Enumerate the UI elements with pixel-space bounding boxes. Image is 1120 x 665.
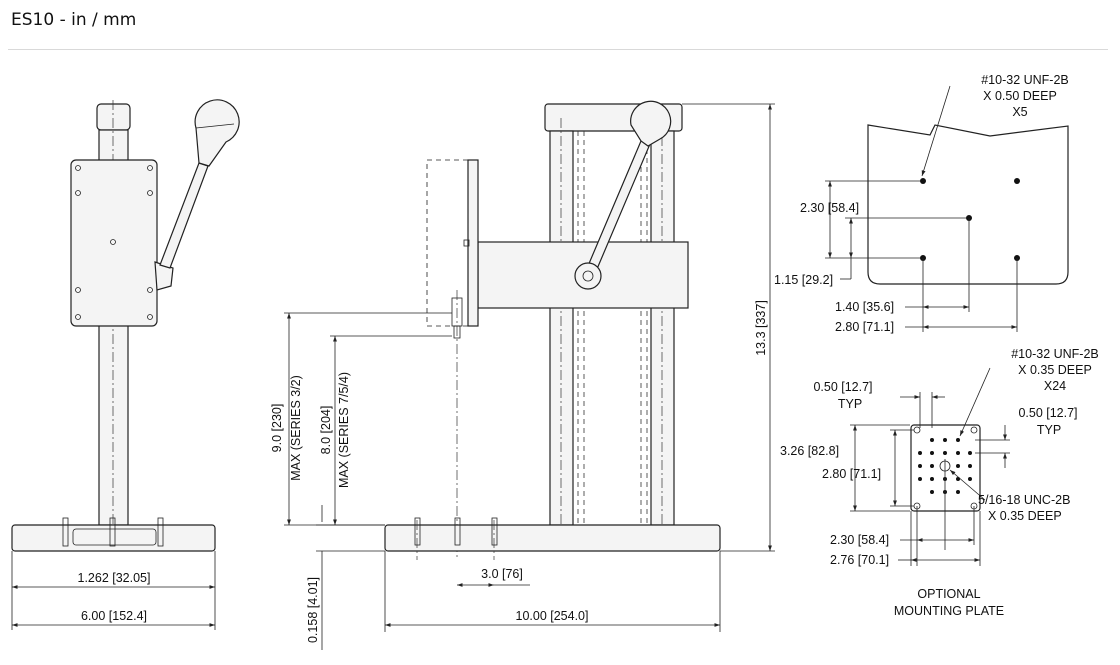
plate-thread-1: #10-32 UNF-2B <box>1011 347 1099 361</box>
mounting-plate-view: #10-32 UNF-2B X 0.35 DEEP X24 0.50 [12.7… <box>780 347 1099 618</box>
plate-screw-holes <box>75 165 153 320</box>
top-view: #10-32 UNF-2B X 0.50 DEEP X5 2.30 [58.4]… <box>774 73 1069 334</box>
plate-pitch-left: 0.50 [12.7] <box>813 380 872 394</box>
plate-pitch-right: 0.50 [12.7] <box>1018 406 1077 420</box>
left-column <box>549 130 574 526</box>
column-cap <box>96 103 131 131</box>
plate-thread-3: X24 <box>1044 379 1066 393</box>
front-dim-inner: 1.262 [32.05] <box>78 571 151 585</box>
label-series-3-2: MAX (SERIES 3/2) <box>289 375 303 481</box>
right-column <box>650 130 675 526</box>
lever-arm <box>159 162 209 269</box>
title-divider <box>8 49 1108 50</box>
mounting-face <box>467 159 479 327</box>
page-title: ES10 - in / mm <box>11 10 137 30</box>
base-slot <box>72 528 157 546</box>
top-thread-1: #10-32 UNF-2B <box>981 73 1069 87</box>
top-dim-v-inner: 1.15 [29.2] <box>774 273 833 287</box>
hole <box>920 178 926 184</box>
side-lever-knob <box>630 100 672 147</box>
plate-hole-grid <box>913 426 978 510</box>
plate-caption-1: OPTIONAL <box>917 587 980 601</box>
hole <box>1014 178 1020 184</box>
plate-center-thread-2: X 0.35 DEEP <box>988 509 1062 523</box>
top-thread-2: X 0.50 DEEP <box>983 89 1057 103</box>
plate-dim-v-inner: 2.80 [71.1] <box>822 467 881 481</box>
base-bolts <box>62 517 164 547</box>
dim-travel-7-5-4: 8.0 [204] <box>319 406 333 455</box>
label-series-7-5-4: MAX (SERIES 7/5/4) <box>337 372 351 488</box>
dim-travel-3-2: 9.0 [230] <box>270 404 284 453</box>
lever-knob <box>194 99 240 167</box>
side-base <box>384 524 721 552</box>
side-view: 9.0 [230] MAX (SERIES 3/2) 8.0 [204] MAX… <box>270 100 775 650</box>
plate-center-thread-1: 5/16-18 UNC-2B <box>978 493 1070 507</box>
side-base-bolts <box>414 517 498 546</box>
side-lever-hub <box>574 262 602 290</box>
dim-hole-offset: 3.0 [76] <box>481 567 523 581</box>
plate-dim-h-inner: 2.30 [58.4] <box>830 533 889 547</box>
plate-pitch-left-typ: TYP <box>838 397 862 411</box>
top-dim-v-outer: 2.30 [58.4] <box>800 201 859 215</box>
fixture-outline <box>426 159 469 327</box>
dim-base-thickness: 0.158 [4.01] <box>306 577 320 643</box>
front-dim-width: 6.00 [152.4] <box>81 609 147 623</box>
base-top-outline <box>867 124 1069 285</box>
plate-dim-h-outer: 2.76 [70.1] <box>830 553 889 567</box>
top-dim-h-outer: 2.80 [71.1] <box>835 320 894 334</box>
top-thread-3: X5 <box>1012 105 1027 119</box>
dim-base-length: 10.00 [254.0] <box>516 609 589 623</box>
dim-height: 13.3 [337] <box>754 300 768 356</box>
front-view: 1.262 [32.05] 6.00 [152.4] <box>11 99 240 630</box>
plate-pitch-right-typ: TYP <box>1037 423 1061 437</box>
top-dim-h-inner: 1.40 [35.6] <box>835 300 894 314</box>
front-carriage-plate <box>70 159 158 327</box>
plate-caption-2: MOUNTING PLATE <box>894 604 1004 618</box>
mounting-plate-outline <box>910 424 981 512</box>
plate-thread-2: X 0.35 DEEP <box>1018 363 1092 377</box>
plate-dim-v-outer: 3.26 [82.8] <box>780 444 839 458</box>
